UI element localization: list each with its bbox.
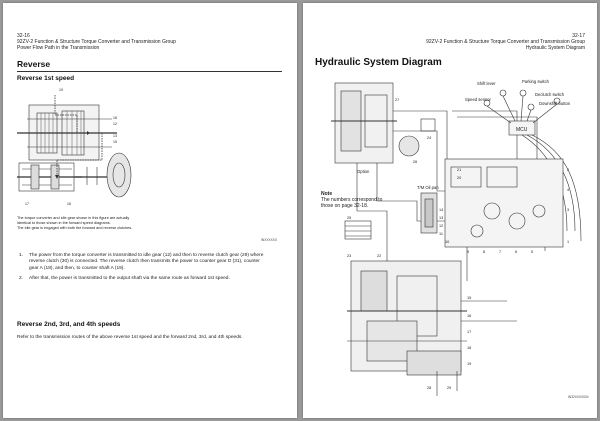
part-number: 23: [347, 254, 351, 258]
caption-line-1: The torque converter and idle gear shown…: [17, 216, 130, 220]
left-page: 32-16 92ZV-2 Function & Structure Torque…: [3, 3, 297, 418]
header-line-2: Power Flow Path in the Transmission: [17, 45, 100, 51]
figure-callout-16: 16: [67, 202, 71, 206]
page-number: 32-16: [17, 33, 30, 39]
label-downshift-button: Downshift button: [539, 101, 571, 106]
figure-callout-18: 18: [113, 116, 117, 120]
figure-callout-13: 13: [113, 134, 117, 138]
part-number: 10: [445, 240, 449, 244]
figure-callout-12: 12: [113, 122, 117, 126]
part-number: 1: [567, 240, 569, 244]
label-speed-sensor: Speed sensor: [465, 97, 491, 102]
part-number: 6: [515, 250, 517, 254]
part-number: 11: [439, 232, 443, 236]
part-number: 18: [467, 346, 471, 350]
step-list: 1. The power from the torque converter i…: [19, 253, 269, 286]
label-tm-oil-pan: T/M Oil pan: [417, 185, 439, 190]
figure-callout-17: 17: [25, 202, 29, 206]
figure-callout-19: 19: [59, 88, 63, 92]
label-mcu: MCU: [516, 127, 528, 133]
part-number: 22: [377, 254, 381, 258]
part-number: 12: [439, 224, 443, 228]
right-page: 32-17 92ZV-2 Function & Structure Torque…: [303, 3, 597, 418]
step-item: 2. After that, the power is transmitted …: [19, 276, 269, 282]
part-number: 3: [567, 208, 569, 212]
note-label: Note: [321, 191, 333, 197]
label-shift-lever: Shift lever: [477, 81, 496, 86]
note-box: Note The numbers correspond to those on …: [321, 191, 391, 209]
label-parking-switch: Parking switch: [522, 79, 550, 84]
part-number: 29: [447, 386, 451, 390]
part-number: 25: [347, 216, 351, 220]
figure-callout-15: 15: [113, 140, 117, 144]
page-title: Hydraulic System Diagram: [315, 57, 442, 68]
left-page-header: 32-16 92ZV-2 Function & Structure Torque…: [17, 33, 176, 51]
figure-code: IN32XXXX004: [568, 395, 589, 399]
part-number: 20: [457, 176, 461, 180]
step-text: After that, the power is transmitted to …: [29, 275, 230, 281]
part-number: 7: [499, 250, 501, 254]
part-number: 26: [413, 160, 417, 164]
part-number: 5: [531, 250, 533, 254]
paragraph: Refer to the transmission routes of the …: [17, 335, 243, 340]
part-number: 9: [467, 250, 469, 254]
part-number: 13: [439, 216, 443, 220]
step-number: 2.: [19, 275, 24, 281]
caption-line-2: identical to those shown in the forward …: [17, 221, 111, 225]
part-number: 16: [467, 314, 471, 318]
figure-caption: The torque converter and idle gear shown…: [17, 216, 279, 231]
note-text: The numbers correspond to those on page …: [321, 197, 383, 209]
header-line-1: 92ZV-2 Function & Structure Torque Conve…: [426, 39, 585, 45]
label-declutch-switch: Declutch switch: [535, 92, 565, 97]
part-number: 15: [467, 296, 471, 300]
part-number: 19: [467, 362, 471, 366]
part-number: 8: [483, 250, 485, 254]
header-line-2: Hydraulic System Diagram: [525, 45, 585, 51]
figure-code: INXXXXXX: [261, 238, 277, 242]
part-number: 24: [427, 136, 431, 140]
step-text: The power from the torque converter is t…: [29, 253, 264, 271]
part-number: 2: [567, 168, 569, 172]
subsection-title: Reverse 1st speed: [17, 75, 75, 82]
part-number: 28: [427, 386, 431, 390]
header-line-1: 92ZV-2 Function & Structure Torque Conve…: [17, 39, 176, 45]
right-page-header: 32-17 92ZV-2 Function & Structure Torque…: [426, 33, 585, 51]
part-number: 17: [467, 330, 471, 334]
label-option: Option: [357, 169, 370, 174]
part-number: 14: [439, 208, 443, 212]
part-number: 4: [567, 188, 569, 192]
hydraulic-system-diagram: Shift lever Parking switch Speed sensor …: [331, 79, 582, 396]
step-item: 1. The power from the torque converter i…: [19, 253, 269, 272]
part-number: 21: [457, 168, 461, 172]
subsection-title-2: Reverse 2nd, 3rd, and 4th speeds: [17, 321, 121, 328]
page-number: 32-17: [572, 33, 585, 39]
caption-line-3: The idle gear is engaged with both the f…: [17, 226, 133, 230]
transmission-diagram: 19 18 12 13 15 17 16: [17, 88, 132, 206]
section-title: Reverse: [17, 59, 282, 72]
part-number: 27: [395, 98, 399, 102]
step-number: 1.: [19, 253, 24, 258]
